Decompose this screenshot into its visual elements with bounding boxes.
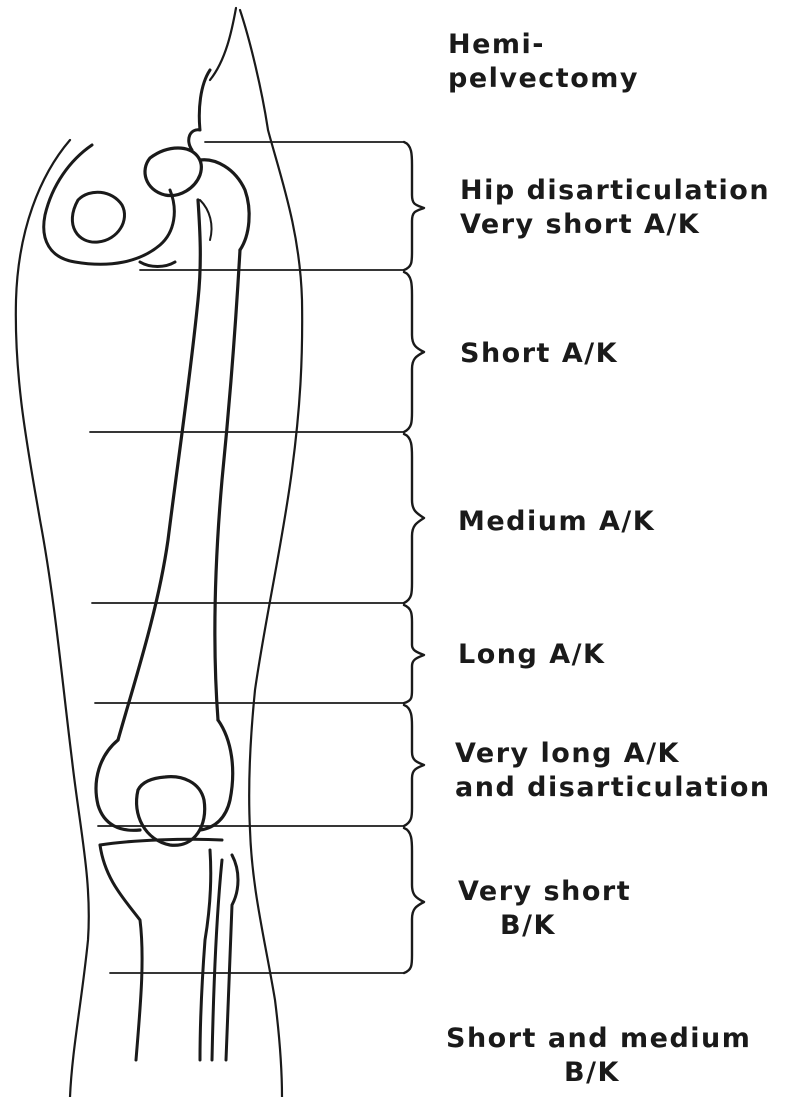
brace-medium-ak [404,434,424,603]
tibia-lateral [100,845,142,1060]
label-long-ak: Long A/K [458,638,605,672]
fibula-left [212,860,222,1060]
label-medium-ak: Medium A/K [458,505,655,539]
upper-body-edge [210,8,236,80]
femur-shaft-lateral [215,250,240,720]
brace-long-ak [404,605,424,703]
level-lines [90,142,404,973]
torso-outline-right [240,10,302,1097]
label-hip-disarticulation-line2: Very short A/K [460,208,770,242]
label-short-medium-bk-line2: B/K [446,1056,751,1090]
greater-trochanter [200,160,249,250]
brace-very-short-bk [404,828,424,973]
label-short-ak: Short A/K [460,337,618,371]
braces [404,142,424,973]
brace-short-ak [404,272,424,432]
label-hip-disarticulation: Hip disarticulation Very short A/K [460,174,770,242]
pubic-edge [140,262,175,267]
label-short-medium-bk-line1: Short and medium [446,1022,751,1056]
label-hip-disarticulation-line1: Hip disarticulation [460,174,770,208]
label-very-long-ak: Very long A/K and disarticulation [455,737,771,805]
tibia-medial [200,850,211,1060]
brace-very-long-ak [404,705,424,826]
body-outline [16,8,302,1097]
label-very-short-bk-line1: Very short [458,875,631,909]
label-short-medium-bk: Short and medium B/K [446,1022,751,1090]
obturator-foramen [72,192,124,242]
femur-neck-inner [200,200,212,240]
label-hemipelvectomy-line1: Hemi- [448,28,639,62]
sacrum-outline [189,70,210,150]
femur-shaft-medial [118,200,200,740]
fibula-right [226,855,238,1060]
lower-leg-bones [100,839,238,1060]
femur [96,148,249,830]
label-very-long-ak-line1: Very long A/K [455,737,771,771]
label-hemipelvectomy-line2: pelvectomy [448,62,639,96]
patella [137,777,205,846]
label-very-long-ak-line2: and disarticulation [455,771,771,805]
label-hemipelvectomy: Hemi- pelvectomy [448,28,639,96]
brace-hip [404,142,424,270]
femoral-head [145,148,201,196]
label-very-short-bk-line2: B/K [458,909,631,943]
ilium-outline [44,145,175,264]
femur-condyles [96,720,233,830]
label-very-short-bk: Very short B/K [458,875,631,943]
torso-outline-left [16,140,89,1097]
pelvis [44,70,210,267]
